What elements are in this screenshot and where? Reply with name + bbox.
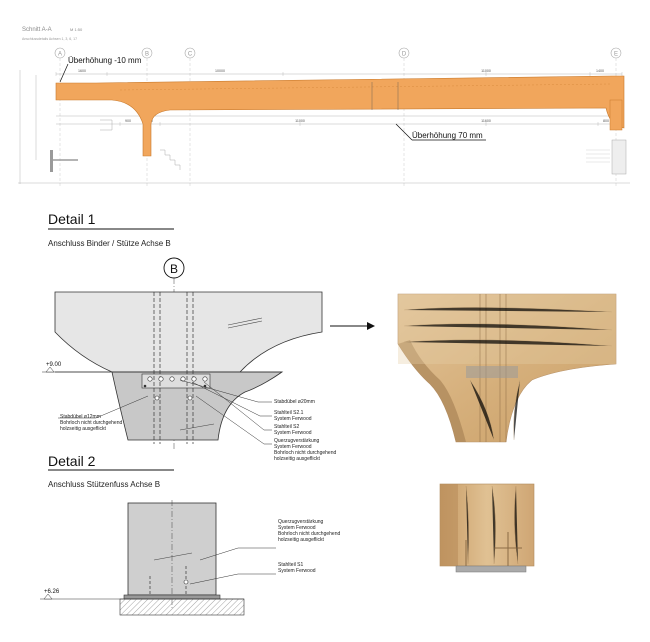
- dim-top-3: 11000: [481, 69, 491, 73]
- dim-top-4: 1400: [596, 69, 604, 73]
- detail1-level: +9.00: [46, 362, 62, 368]
- right-support: [611, 139, 627, 175]
- detail1-drawing: B +9.00: [42, 257, 336, 462]
- svg-text:Stabdübel ø20mm: Stabdübel ø20mm: [274, 399, 315, 405]
- svg-text:Bohrloch nicht durchgehend: Bohrloch nicht durchgehend: [274, 450, 336, 456]
- svg-text:System Ferwood: System Ferwood: [278, 568, 316, 574]
- svg-text:System Ferwood: System Ferwood: [274, 416, 312, 422]
- axis-bubble-b: B: [141, 47, 153, 59]
- detail1-beam: [54, 291, 323, 373]
- detail2-render: [439, 483, 535, 573]
- detail1-subtitle: Anschluss Binder / Stütze Achse B: [48, 239, 171, 248]
- svg-text:A: A: [58, 52, 62, 58]
- svg-text:holzseitig ausgeflickt: holzseitig ausgeflickt: [278, 537, 324, 543]
- axis-bubble-c: C: [184, 47, 196, 59]
- detail2-level: +6.26: [44, 589, 60, 595]
- dim-bottom-5: 800: [603, 119, 609, 123]
- svg-text:Stahlteil S2: Stahlteil S2: [274, 424, 300, 430]
- svg-text:Stahlteil S1: Stahlteil S1: [278, 562, 304, 568]
- dim-bottom-3: 11000: [295, 119, 305, 123]
- detail1-note-dowel: Stabdübel ø20mm: [274, 399, 315, 405]
- svg-text:Stabdübel ø12mm: Stabdübel ø12mm: [60, 414, 101, 420]
- dim-bottom-1: 900: [125, 119, 131, 123]
- camber-left-label: Überhöhung -10 mm: [68, 56, 142, 65]
- detail1-render: [397, 293, 617, 443]
- svg-text:holzseitig ausgeflickt: holzseitig ausgeflickt: [60, 426, 106, 432]
- detail1-title: Detail 1: [48, 211, 96, 227]
- detail2-note-s1: Stahlteil S1 System Ferwood: [278, 562, 316, 574]
- detail2-subtitle: Anschluss Stützenfuss Achse B: [48, 480, 160, 489]
- svg-text:Querzugverstärkung: Querzugverstärkung: [274, 438, 320, 444]
- left-support: [50, 150, 53, 172]
- detail1-note-left: Stabdübel ø12mm Bohrloch nicht durchgehe…: [60, 414, 122, 432]
- svg-text:System Ferwood: System Ferwood: [274, 430, 312, 436]
- overview-elevation: A B C D E 1600 10000 11000 1400 900 900 …: [18, 47, 630, 188]
- sheet-subtitle: Anschlussdetails Achsen 1, 3, 6, 17: [22, 37, 77, 41]
- detail2-note-reinforcement: Querzugverstärkung System Ferwood Bohrlo…: [278, 519, 340, 543]
- svg-text:Querzugverstärkung: Querzugverstärkung: [278, 519, 324, 525]
- dim-top-2: 10000: [215, 69, 225, 73]
- svg-text:B: B: [145, 52, 149, 58]
- axis-bubble-a: A: [54, 47, 66, 59]
- detail1-column: [111, 371, 284, 441]
- svg-text:E: E: [614, 52, 618, 58]
- dim-top-1: 1600: [78, 69, 86, 73]
- svg-text:Bohrloch nicht durchgehend: Bohrloch nicht durchgehend: [278, 531, 340, 537]
- svg-text:B: B: [170, 262, 178, 276]
- detail1-note-s21: Stahlteil S2.1 System Ferwood: [274, 410, 312, 422]
- axis-bubble-e: E: [610, 47, 622, 59]
- dim-bottom-4: 11600: [481, 119, 491, 123]
- detail2-drawing: +6.26 Querzugverstärkung System Ferwood …: [40, 500, 340, 616]
- svg-text:System Ferwood: System Ferwood: [274, 444, 312, 450]
- detail2-title: Detail 2: [48, 453, 96, 469]
- svg-text:Stahlteil S2.1: Stahlteil S2.1: [274, 410, 304, 416]
- svg-text:Bohrloch nicht durchgehend: Bohrloch nicht durchgehend: [60, 420, 122, 426]
- detail1-note-reinforcement: Querzugverstärkung System Ferwood Bohrlo…: [274, 438, 336, 462]
- base-plate-s1: [123, 594, 221, 600]
- camber-mid-label: Überhöhung 70 mm: [412, 131, 483, 140]
- detail1-note-s2: Stahlteil S2 System Ferwood: [274, 424, 312, 436]
- svg-text:holzseitig ausgeflickt: holzseitig ausgeflickt: [274, 456, 320, 462]
- timber-column-right: [609, 99, 623, 131]
- foundation: [119, 598, 245, 616]
- sheet-scale: M 1:50: [70, 27, 83, 32]
- svg-text:System Ferwood: System Ferwood: [278, 525, 316, 531]
- svg-text:D: D: [402, 52, 407, 58]
- sheet-title: Schnitt A-A: [22, 27, 52, 33]
- axis-bubble-d: D: [398, 47, 410, 59]
- svg-text:C: C: [188, 52, 193, 58]
